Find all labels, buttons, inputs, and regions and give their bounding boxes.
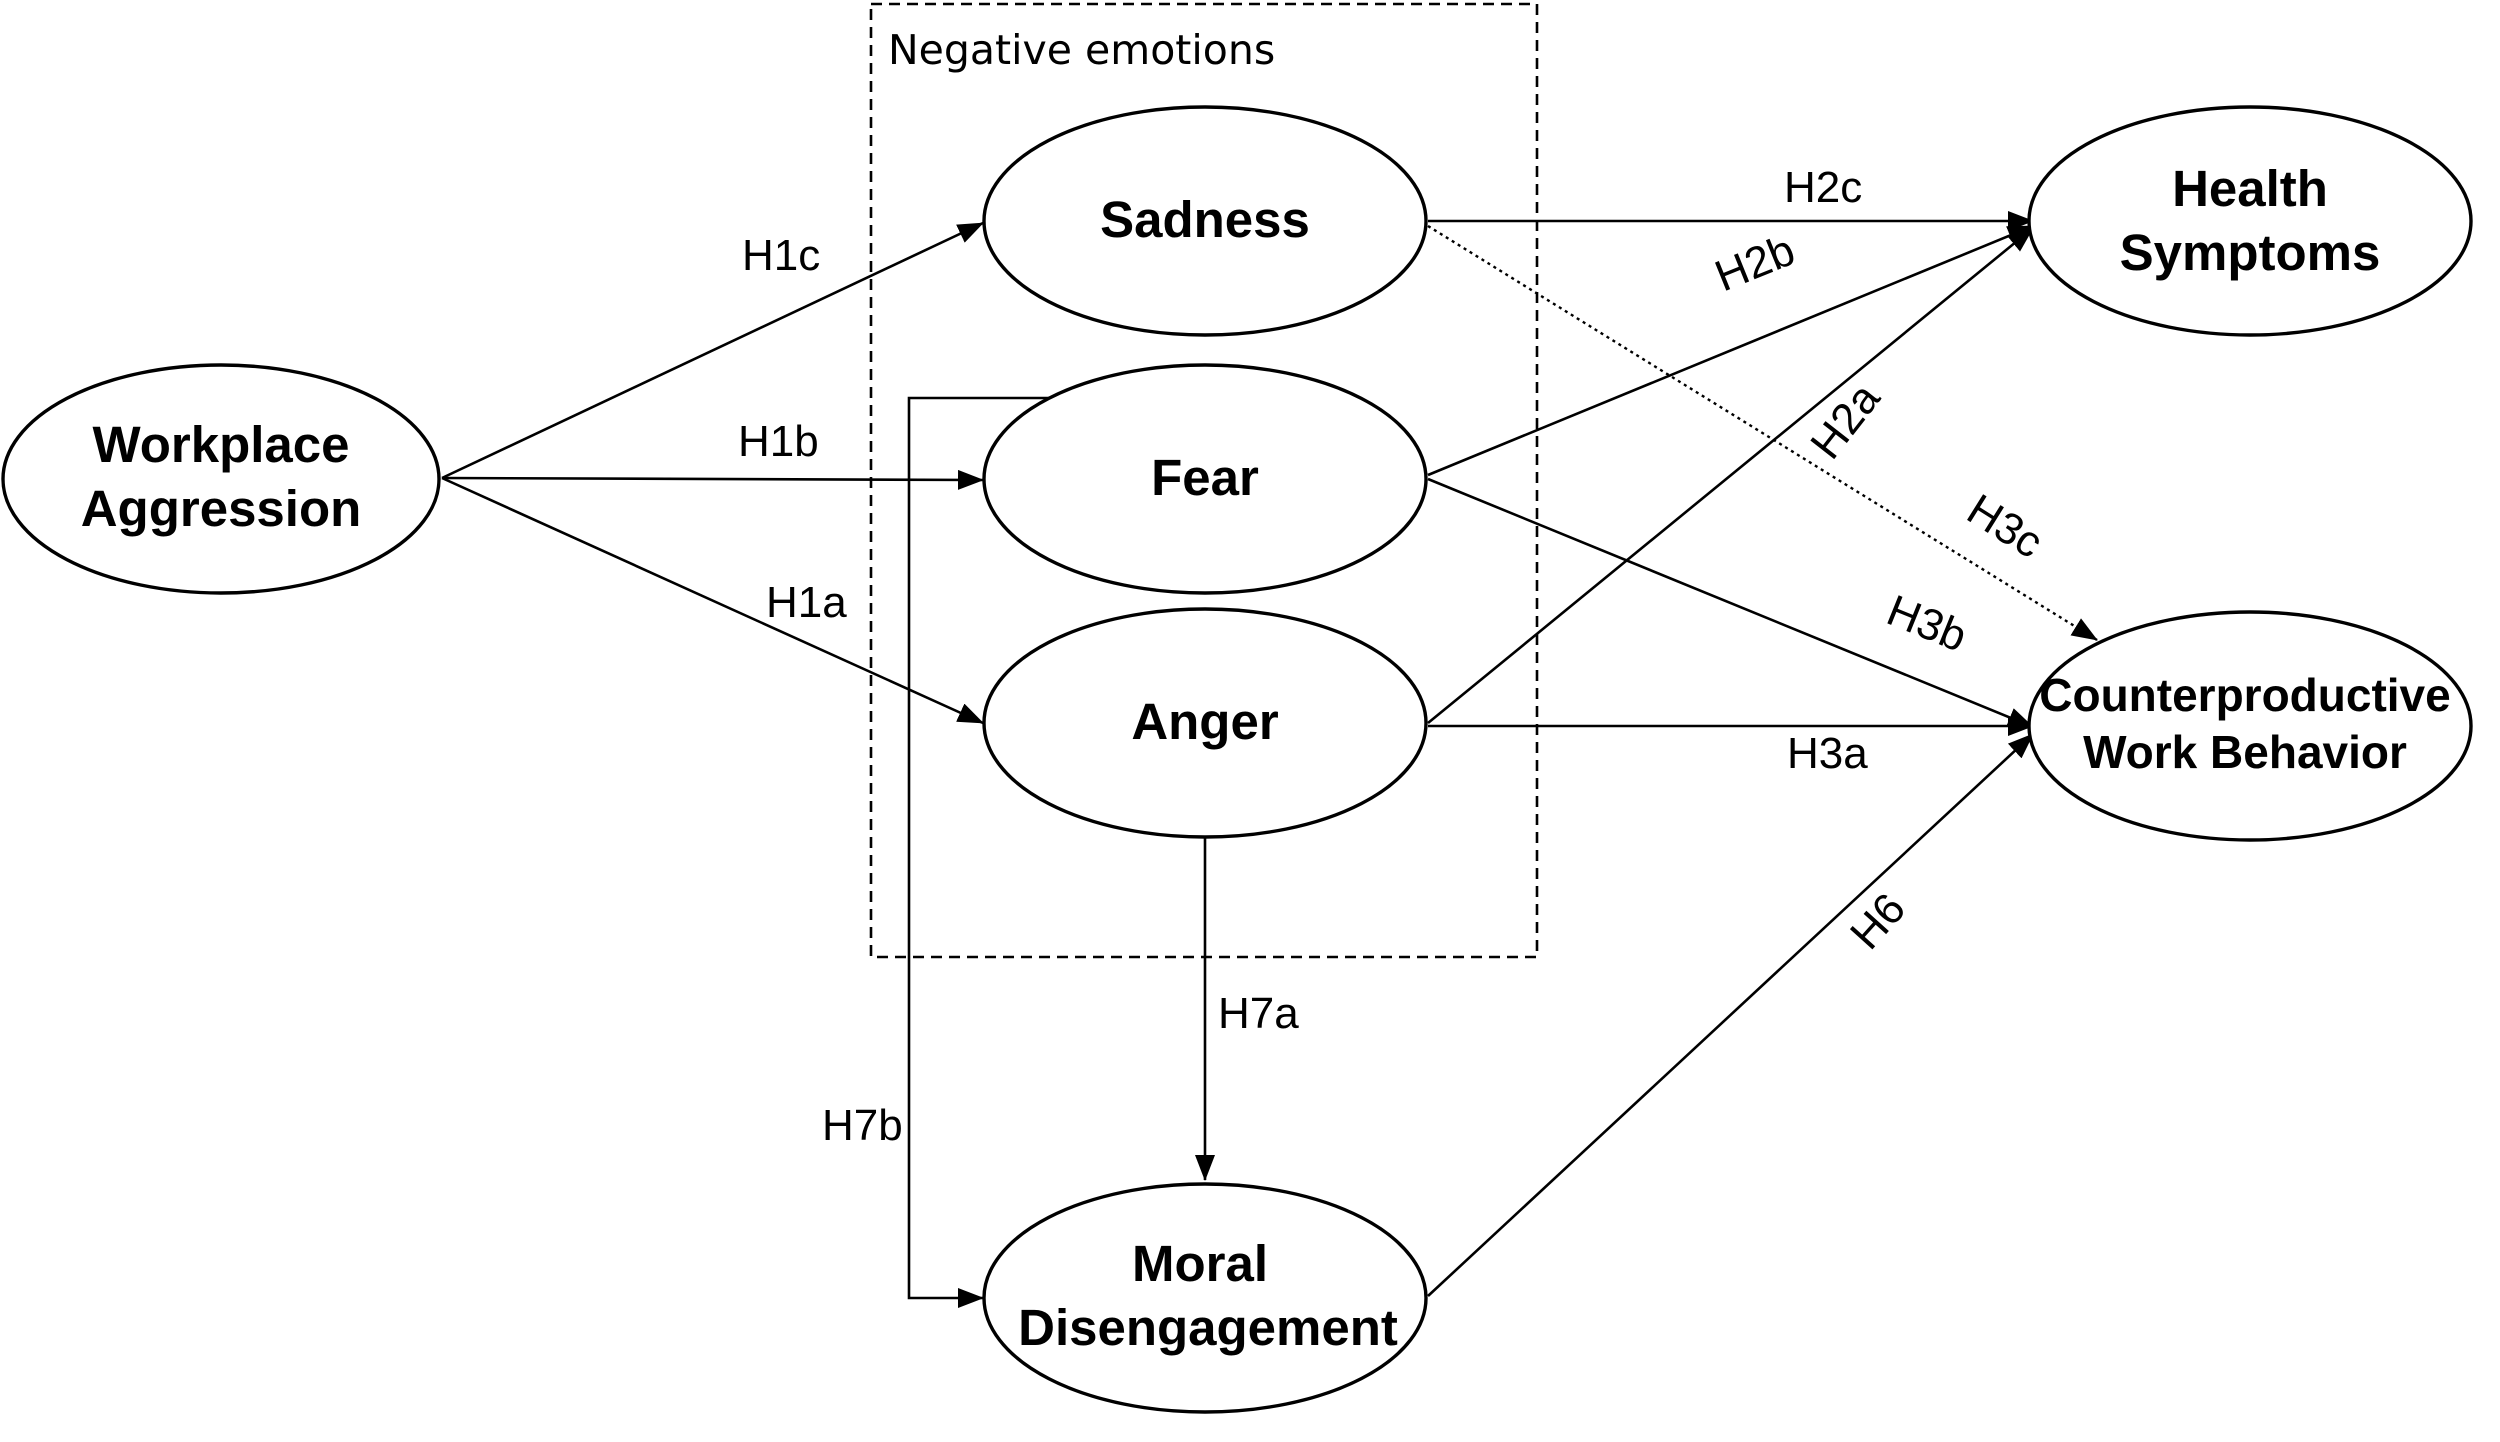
label-h7b: H7b: [822, 1101, 903, 1150]
edge-h7b: [907, 396, 1053, 1308]
cwb-line-1: Counterproductive: [2039, 669, 2450, 721]
fear-label: Fear: [1151, 449, 1259, 506]
workplace-aggression-line-1: Workplace: [93, 416, 350, 473]
sadness-label: Sadness: [1100, 191, 1310, 248]
label-h2a: H2a: [1801, 374, 1890, 468]
negative-emotions-title: Negative emotions: [888, 26, 1275, 74]
moral-disengagement-line-2: Disengagement: [1018, 1299, 1398, 1356]
node-health-symptoms: Health Symptoms: [2027, 105, 2473, 337]
anger-label: Anger: [1131, 693, 1279, 750]
label-h1a: H1a: [766, 578, 847, 627]
edge-labels: H1c H1b H1a H2c H2b H2a H3c H3b H3a H6 H…: [738, 163, 2051, 1150]
edge-h1a: [441, 476, 984, 725]
node-workplace-aggression: Workplace Aggression: [1, 363, 441, 595]
edge-h3b: [1427, 477, 2034, 729]
label-h1c: H1c: [742, 231, 820, 280]
label-h2c: H2c: [1784, 163, 1862, 212]
node-moral-disengagement: Moral Disengagement: [982, 1182, 1428, 1414]
edge-h2a: [1427, 226, 2034, 725]
label-h3b: H3b: [1880, 586, 1973, 662]
workplace-aggression-line-2: Aggression: [81, 480, 362, 537]
label-h7a: H7a: [1218, 989, 1299, 1038]
edge-h3c: [1427, 224, 2098, 642]
cwb-line-2: Work Behavior: [2083, 726, 2407, 778]
health-symptoms-line-1: Health: [2172, 160, 2328, 217]
edges: [441, 211, 2098, 1308]
edge-h6: [1427, 733, 2034, 1297]
moral-disengagement-line-1: Moral: [1132, 1235, 1268, 1292]
node-fear: Fear: [982, 363, 1428, 595]
node-anger: Anger: [982, 607, 1428, 839]
edge-h1b: [441, 469, 984, 490]
label-h3c: H3c: [1959, 485, 2051, 568]
label-h6: H6: [1841, 884, 1915, 959]
edge-h1c: [441, 221, 984, 480]
label-h1b: H1b: [738, 417, 819, 466]
edge-h2b: [1427, 224, 2034, 477]
node-counterproductive-work-behavior: Counterproductive Work Behavior: [2027, 610, 2473, 842]
label-h2b: H2b: [1708, 226, 1801, 302]
label-h3a: H3a: [1787, 729, 1868, 778]
health-symptoms-line-2: Symptoms: [2120, 224, 2381, 281]
node-sadness: Sadness: [982, 105, 1428, 337]
